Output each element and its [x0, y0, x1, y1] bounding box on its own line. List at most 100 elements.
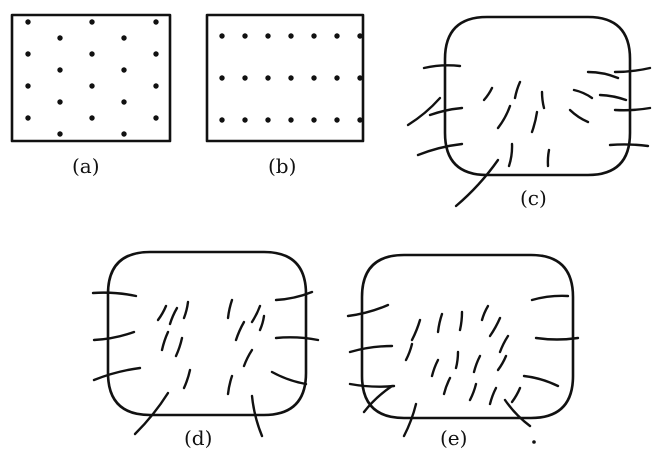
stroke-mark: [454, 158, 500, 208]
lattice-dot: [25, 51, 31, 57]
panel-c-label: (c): [520, 186, 547, 210]
stroke-mark: [442, 376, 452, 396]
stroke-mark: [346, 303, 390, 318]
stroke-mark: [274, 290, 314, 302]
stroke-mark: [410, 318, 422, 342]
stroke-mark: [348, 382, 396, 388]
stroke-mark: [156, 304, 168, 322]
lattice-dot: [357, 117, 363, 123]
stroke-mark: [503, 398, 532, 428]
lattice-dot: [288, 33, 294, 39]
panel-a: [10, 13, 172, 143]
stroke-mark: [472, 354, 482, 374]
stroke-mark: [133, 391, 170, 436]
stroke-mark: [598, 93, 628, 102]
lattice-dot: [25, 115, 31, 121]
stroke-mark: [586, 70, 620, 80]
lattice-dot: [242, 33, 248, 39]
lattice-dot: [219, 33, 225, 39]
lattice-dot: [89, 19, 95, 25]
stroke-mark: [182, 300, 190, 320]
panel-a-label: (a): [72, 154, 100, 178]
lattice-dot: [89, 83, 95, 89]
lattice-dot: [121, 131, 127, 137]
panel-d: [91, 250, 320, 438]
lattice-dot: [25, 19, 31, 25]
lattice-dot: [89, 115, 95, 121]
lattice-dot: [357, 33, 363, 39]
lattice-dot: [153, 83, 159, 89]
stroke-mark: [258, 314, 266, 332]
stroke-mark: [250, 304, 262, 324]
lattice-dot: [242, 75, 248, 81]
lattice-dot: [121, 35, 127, 41]
lattice-dot: [121, 67, 127, 73]
panel-c-outline: [443, 15, 632, 177]
stroke-mark: [482, 86, 494, 102]
stroke-mark: [568, 108, 590, 124]
stroke-mark: [242, 348, 254, 368]
lattice-dot: [265, 75, 271, 81]
stroke-mark: [488, 386, 498, 406]
lattice-dot: [57, 131, 63, 137]
stroke-mark: [274, 336, 320, 342]
stroke-mark: [428, 106, 464, 117]
stroke-mark: [496, 354, 508, 372]
lattice-dot: [25, 83, 31, 89]
lattice-dot: [57, 67, 63, 73]
lattice-dot: [153, 115, 159, 121]
stroke-mark: [534, 336, 580, 341]
stroke-mark: [91, 291, 138, 298]
stroke-mark: [402, 402, 418, 438]
stroke-mark: [436, 312, 444, 334]
stroke-mark: [572, 88, 594, 100]
lattice-dot: [153, 51, 159, 57]
lattice-dot: [334, 117, 340, 123]
panel-c: [406, 15, 652, 208]
stroke-mark: [250, 394, 264, 438]
stroke-mark: [226, 374, 234, 396]
stroke-mark: [510, 386, 522, 404]
stroke-mark: [92, 366, 142, 382]
panel-a-frame: [10, 13, 172, 143]
stroke-mark: [496, 104, 512, 130]
lattice-dot: [242, 117, 248, 123]
panel-e-outline: [360, 253, 575, 420]
lattice-dot: [288, 117, 294, 123]
stroke-mark: [362, 384, 394, 414]
lattice-dot: [334, 75, 340, 81]
stroke-mark: [406, 96, 442, 127]
stroke-mark: [530, 294, 570, 302]
stroke-mark: [430, 358, 440, 378]
stroke-mark: [226, 298, 234, 320]
stroke-mark: [234, 320, 246, 342]
stroke-mark: [422, 64, 462, 70]
lattice-dot: [219, 117, 225, 123]
panel-b: [205, 13, 365, 143]
stroke-mark: [416, 142, 464, 157]
lattice-dot: [265, 33, 271, 39]
stroke-mark: [546, 148, 551, 168]
stroke-mark: [182, 368, 192, 390]
stray-dot: [532, 440, 536, 444]
panel-d-label: (d): [184, 426, 213, 450]
lattice-dot: [89, 51, 95, 57]
stroke-mark: [468, 382, 478, 402]
stroke-mark: [530, 110, 539, 134]
stroke-mark: [454, 350, 460, 370]
stroke-mark: [168, 306, 179, 326]
stroke-mark: [540, 90, 546, 110]
lattice-dot: [357, 75, 363, 81]
stroke-mark: [488, 316, 502, 338]
stroke-mark: [613, 106, 652, 112]
lattice-dot: [288, 75, 294, 81]
panel-b-label: (b): [268, 154, 297, 178]
stroke-mark: [608, 143, 650, 148]
panel-b-frame: [205, 13, 365, 143]
stroke-mark: [507, 142, 514, 168]
stroke-mark: [522, 374, 560, 388]
stroke-mark: [613, 66, 652, 74]
stroke-mark: [92, 330, 136, 342]
